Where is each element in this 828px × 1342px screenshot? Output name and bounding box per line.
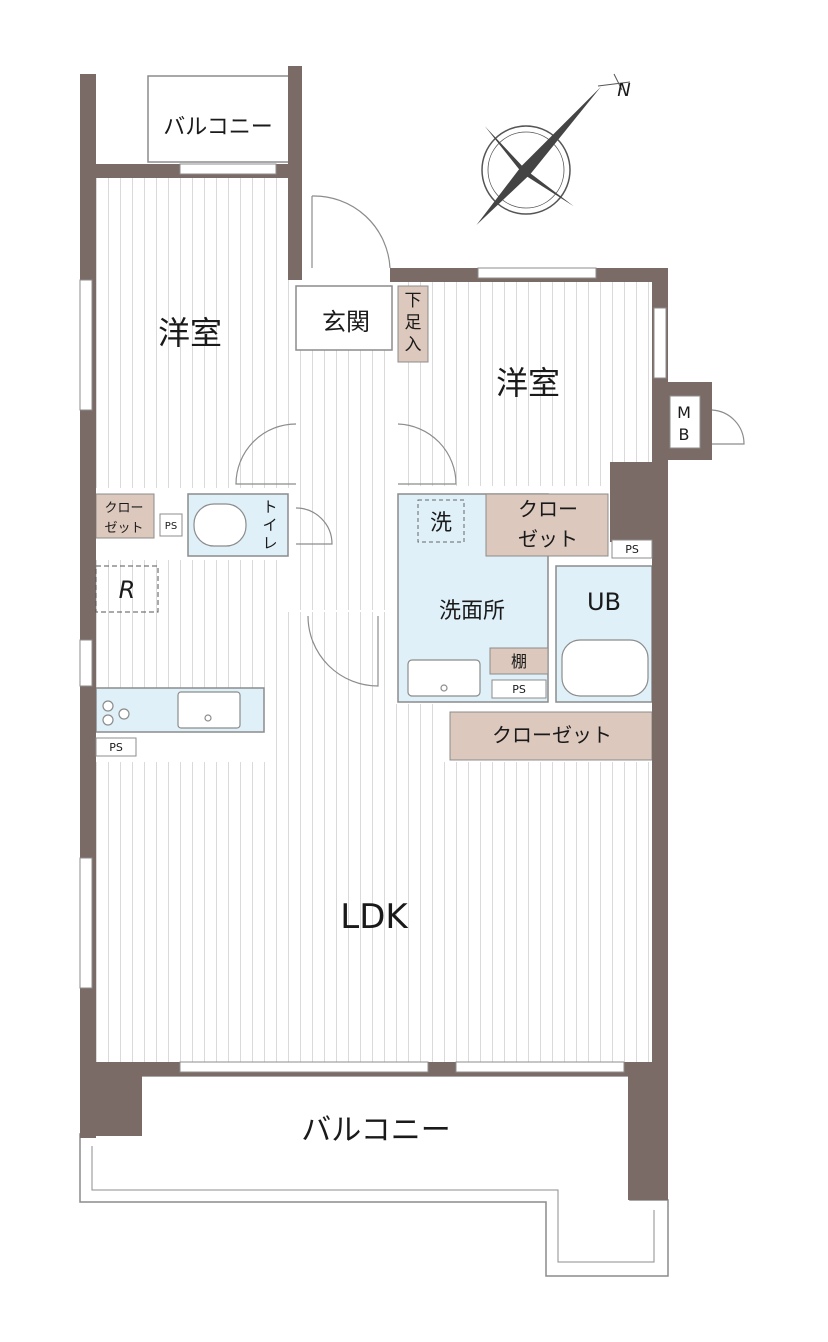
wall-east-mid-block bbox=[610, 462, 652, 542]
kitchen-sink bbox=[177, 691, 241, 729]
pipe-space-label: PS bbox=[625, 543, 639, 556]
closet-east-label: ゼット bbox=[518, 527, 578, 551]
toilet-label: ト bbox=[262, 498, 277, 516]
closet-ldk bbox=[449, 711, 653, 761]
washer-space bbox=[417, 499, 465, 543]
wall-balcony-top-right bbox=[288, 66, 302, 280]
shoe-cabinet bbox=[397, 285, 429, 363]
meter-box-label: B bbox=[679, 425, 690, 444]
wall-se-pillar bbox=[628, 1062, 668, 1200]
closet-west-label: クロー bbox=[104, 501, 143, 516]
bath-label: UB bbox=[587, 588, 621, 616]
toilet-label: レ bbox=[262, 534, 277, 552]
windows bbox=[79, 163, 667, 1073]
balcony-bottom bbox=[79, 1075, 669, 1277]
shelf-label: 棚 bbox=[511, 652, 527, 671]
closet-ldk-label: クローゼット bbox=[492, 723, 612, 747]
shelf bbox=[489, 647, 549, 675]
shoe-cabinet-label: 下 bbox=[405, 291, 422, 311]
compass bbox=[476, 73, 631, 225]
balcony-top-label: バルコニー bbox=[163, 115, 273, 140]
doors bbox=[235, 195, 745, 687]
north-arrow-icon bbox=[597, 73, 631, 91]
floor-areas bbox=[96, 178, 652, 1062]
entrance-area bbox=[295, 285, 393, 351]
balcony-top bbox=[147, 75, 291, 163]
ldk-label: LDK bbox=[340, 897, 409, 937]
meter-box-label: M bbox=[677, 403, 691, 422]
compass-needle-icon bbox=[476, 86, 601, 225]
refrigerator-space bbox=[95, 565, 159, 613]
toilet-fixture bbox=[193, 503, 247, 547]
bedroom-west-label: 洋室 bbox=[158, 314, 222, 352]
wall-west-top bbox=[80, 74, 96, 184]
washbasin bbox=[407, 659, 481, 697]
closet-west bbox=[95, 493, 155, 539]
meter-box bbox=[669, 395, 701, 449]
pipe-space-label: PS bbox=[512, 683, 526, 696]
toilet-label: イ bbox=[262, 516, 277, 534]
closet-west-label: ゼット bbox=[104, 521, 143, 536]
fixtures bbox=[102, 503, 649, 729]
bathtub bbox=[561, 639, 649, 697]
labels: バルコニー 洋室 洋室 玄関 下 足 入 クロー ゼット クロー ゼット クロー… bbox=[104, 80, 638, 1148]
pipe-space-label: PS bbox=[165, 521, 177, 532]
hallway-floor bbox=[298, 350, 390, 610]
shoe-cabinet-label: 足 bbox=[405, 313, 422, 333]
closets bbox=[95, 285, 653, 761]
closet-east-label: クロー bbox=[518, 497, 578, 521]
bedroom-east-label: 洋室 bbox=[496, 364, 560, 402]
bedroom-east-floor bbox=[398, 280, 652, 486]
stove-burner bbox=[102, 700, 114, 712]
closet-east bbox=[485, 493, 609, 557]
pipe-space-boxes bbox=[95, 513, 653, 757]
stove-burner bbox=[102, 714, 114, 726]
washroom-label: 洗面所 bbox=[439, 599, 505, 624]
pipe-space-label: PS bbox=[109, 741, 123, 754]
washer-label: 洗 bbox=[430, 511, 452, 536]
stove-burner bbox=[118, 708, 130, 720]
shoe-cabinet-label: 入 bbox=[405, 335, 422, 355]
compass-ring-icon bbox=[481, 125, 571, 215]
entrance-label: 玄関 bbox=[322, 308, 370, 336]
wall-east-lower bbox=[652, 460, 668, 1200]
north-label: N bbox=[617, 80, 630, 101]
refrigerator-label: R bbox=[119, 576, 136, 604]
balcony-bottom-label: バルコニー bbox=[301, 1113, 450, 1148]
